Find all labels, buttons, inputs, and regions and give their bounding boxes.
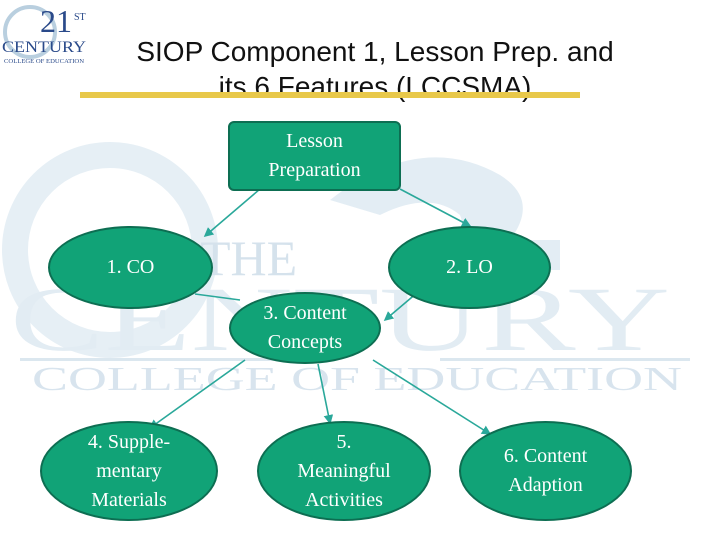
watermark-rule-left <box>20 358 280 361</box>
node-meaningful-line-3: Activities <box>305 488 383 511</box>
node-supplementary-line-1: 4. Supple- <box>87 430 171 453</box>
logo-tagline: COLLEGE OF EDUCATION <box>4 59 85 65</box>
node-meaningful-line-1: 5. <box>336 430 352 453</box>
logo-ring-icon <box>3 5 57 59</box>
node-lo: 2. LO <box>388 226 551 309</box>
watermark-college: COLLEGE OF EDUCATION <box>32 361 682 398</box>
node-meaningful-line-2: Meaningful <box>297 459 391 482</box>
node-lesson-line-2: Preparation <box>268 159 361 181</box>
node-co: 1. CO <box>48 226 213 309</box>
node-lesson-preparation: Lesson Preparation <box>228 121 401 191</box>
college-logo: 21 ST CENTURY COLLEGE OF EDUCATION <box>2 3 87 65</box>
node-lo-label: 2. LO <box>446 256 493 278</box>
watermark-rule-right <box>440 358 690 361</box>
connector-lesson-co <box>203 188 261 238</box>
connector-content-meaningful <box>317 363 334 425</box>
node-adaption-line-2: Adaption <box>508 474 583 496</box>
connector-content-adaption <box>372 359 492 435</box>
node-supplementary-line-2: mentary <box>96 459 162 482</box>
node-content-line-1: 3. Content <box>263 302 347 324</box>
node-adaption-line-1: 6. Content <box>503 445 588 467</box>
title-line-1: SIOP Component 1, Lesson Prep. and <box>136 36 614 67</box>
node-supplementary-materials: 4. Supple- mentary Materials <box>40 421 218 521</box>
node-co-label: 1. CO <box>106 256 155 278</box>
title-underline <box>80 92 580 98</box>
node-supplementary-line-3: Materials <box>91 488 167 511</box>
node-content-line-2: Concepts <box>267 331 343 353</box>
connector-co-content <box>194 293 241 301</box>
watermark-the: THE <box>200 230 297 286</box>
node-meaningful-activities: 5. Meaningful Activities <box>257 421 431 521</box>
connector-lesson-lo <box>399 188 472 227</box>
logo-word: CENTURY <box>2 39 87 56</box>
node-content-concepts: 3. Content Concepts <box>229 292 381 364</box>
connector-content-supplementary <box>148 359 246 429</box>
logo-superscript: ST <box>74 12 86 23</box>
node-content-adaption: 6. Content Adaption <box>459 421 632 521</box>
logo-number: 21 <box>40 3 72 39</box>
node-lesson-line-1: Lesson <box>286 130 343 152</box>
